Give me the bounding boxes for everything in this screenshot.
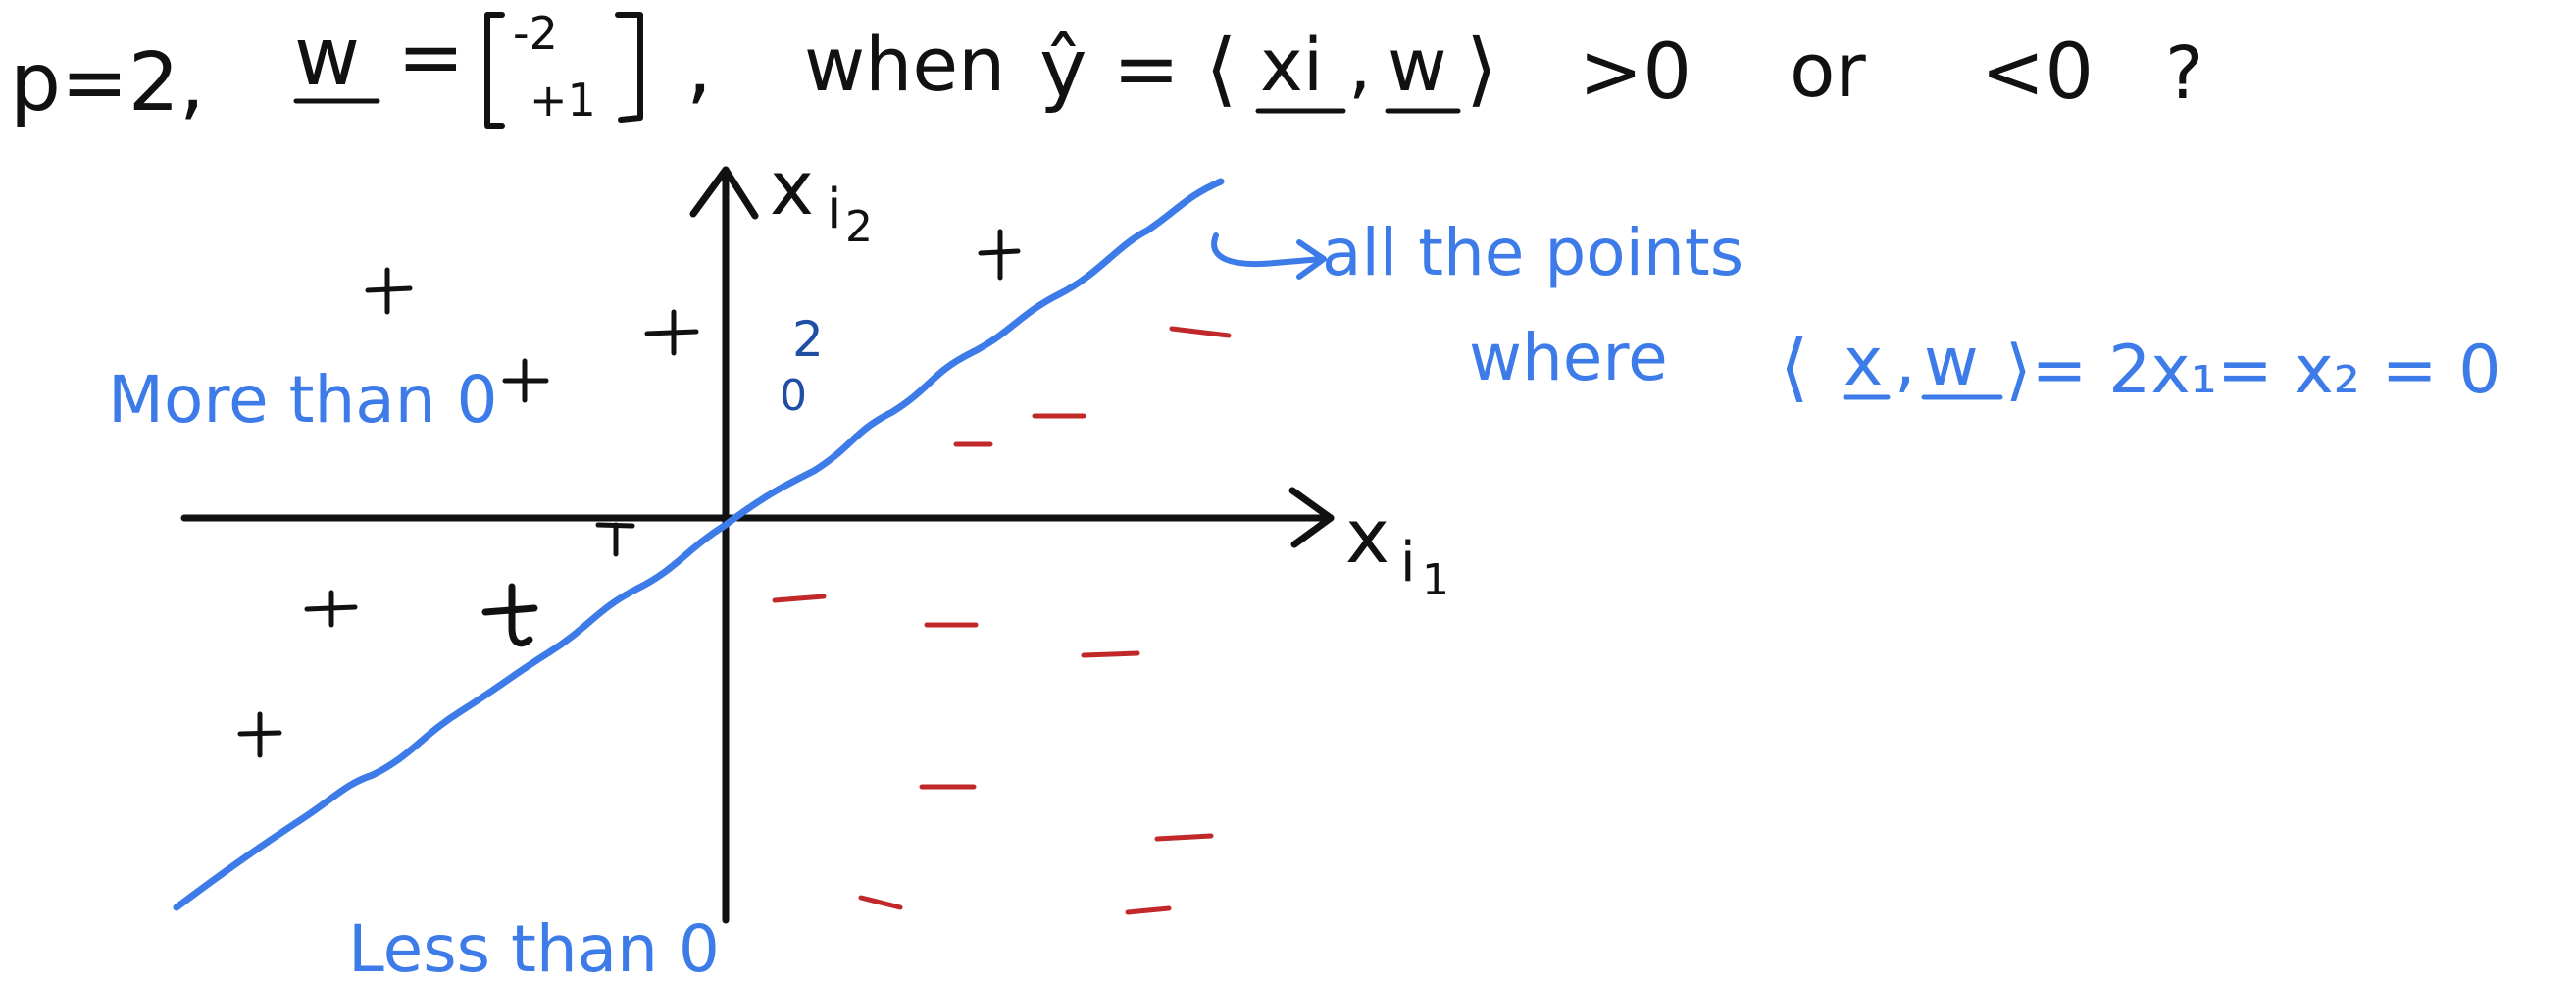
point-label-0: 0: [780, 371, 807, 421]
w-bottom-entry: +1: [530, 74, 596, 127]
x-axis-label: x: [1345, 492, 1389, 580]
xi-vector: xi: [1260, 24, 1323, 108]
comma: ,: [686, 21, 712, 114]
plus-point: [644, 309, 699, 356]
equation-w: w: [1924, 324, 1979, 401]
when-text: when: [804, 21, 1005, 108]
minus-point: [858, 895, 903, 910]
w-equals: =: [397, 11, 465, 104]
y-axis-arrowhead: [689, 166, 759, 220]
p-equals: p=2,: [10, 36, 205, 129]
matrix-right-bracket: [615, 12, 643, 123]
minus-point: [1081, 650, 1140, 658]
y-axis-label-sub: i: [827, 178, 842, 241]
plus-point: [481, 583, 538, 647]
or-text: or: [1790, 26, 1866, 114]
minus-point: [1169, 326, 1232, 338]
matrix-left-bracket: [484, 12, 505, 129]
question-mark: ?: [2165, 31, 2203, 116]
minus-point: [1154, 833, 1214, 842]
equation-rest: ⟩= 2x₁= x₂ = 0: [2005, 332, 2500, 409]
minus-point: [1125, 905, 1172, 915]
point-label-2: 2: [792, 311, 824, 368]
less-than-zero: <0: [1981, 28, 2094, 117]
all-the-points-text: all the points: [1322, 215, 1743, 290]
where-text: where: [1469, 320, 1668, 395]
plus-point: [237, 711, 282, 758]
y-axis-label-subsub: 2: [845, 202, 873, 252]
annotation-arrowhead: [1296, 239, 1327, 280]
plus-point: [304, 590, 358, 628]
x-axis-label-subsub: 1: [1422, 555, 1449, 605]
more-than-zero-label: More than 0: [108, 362, 498, 438]
plus-point: [978, 229, 1021, 281]
bracket-comma: ,: [1348, 24, 1372, 108]
plus-point: [502, 358, 549, 403]
header-equation: p=2, w = -2 +1 , when ŷ = ⟨ xi , w ⟩ >0 …: [10, 7, 2203, 129]
plus-point: [365, 267, 413, 315]
positive-points: [237, 229, 1021, 758]
greater-than-zero: >0: [1579, 28, 1692, 117]
x-axis-arrowhead: [1288, 487, 1335, 548]
yhat-equals: ŷ = ⟨: [1039, 23, 1237, 116]
y-axis-label: x: [770, 144, 814, 232]
w-vector-2: w: [1388, 24, 1447, 108]
equation-comma: ,: [1894, 324, 1916, 401]
annotation-arrow: [1211, 232, 1325, 268]
close-bracket: ⟩: [1466, 23, 1497, 116]
w-top-entry: -2: [513, 7, 558, 60]
coordinate-axes: x i 2 x i 1: [180, 144, 1449, 924]
equation-x: x: [1844, 324, 1883, 401]
minus-point: [772, 594, 827, 603]
decision-boundary-line: [173, 178, 1225, 911]
plus-point: [595, 522, 635, 557]
equation-open-bracket: ⟨: [1780, 323, 1809, 410]
w-vector-label: w: [294, 11, 360, 104]
less-than-zero-label: Less than 0: [348, 911, 720, 981]
x-axis-label-sub: i: [1400, 531, 1416, 594]
negative-points: [772, 326, 1232, 915]
